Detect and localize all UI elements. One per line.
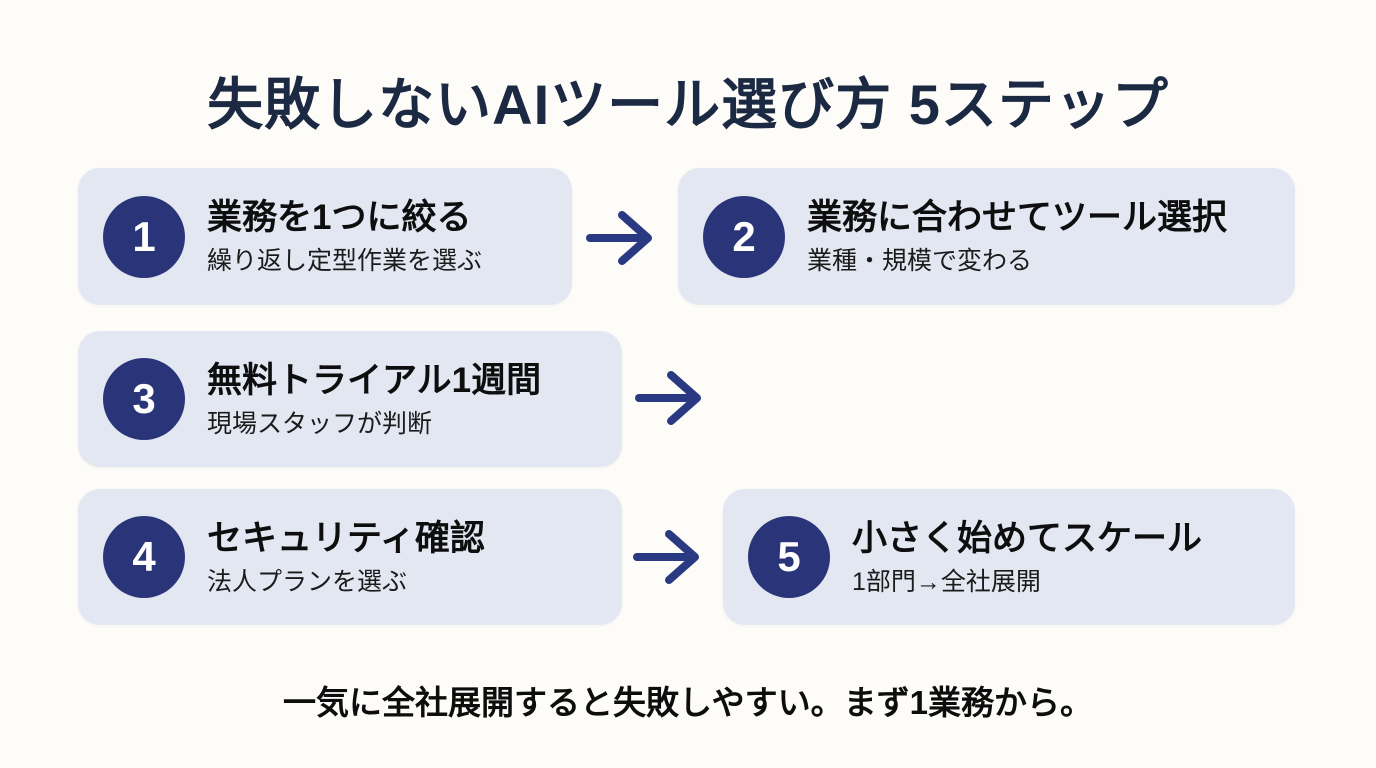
step-card-4: 4 セキュリティ確認 法人プランを選ぶ	[78, 489, 622, 625]
step-5-number: 5	[777, 533, 801, 580]
step-5-title: 小さく始めてスケール	[852, 518, 1203, 558]
step-4-number-badge: 4	[103, 516, 185, 598]
step-2-title: 業務に合わせてツール選択	[807, 198, 1228, 237]
step-5-subtitle: 1部門→全社展開	[852, 567, 1041, 596]
step-1-title: 業務を1つに絞る	[207, 198, 472, 237]
arrow-right-icon	[635, 371, 701, 425]
step-card-2: 2 業務に合わせてツール選択 業種・規模で変わる	[678, 168, 1295, 305]
step-5-text: 小さく始めてスケール 1部門→全社展開	[852, 518, 1202, 597]
arrow-right-icon	[586, 211, 652, 265]
arrow-right-icon	[633, 530, 699, 584]
step-3-title: 無料トライアル1週間	[207, 360, 542, 400]
step-2-subtitle: 業種・規模で変わる	[807, 247, 1033, 275]
step-2-number: 2	[732, 212, 756, 260]
step-card-1: 1 業務を1つに絞る 繰り返し定型作業を選ぶ	[78, 168, 572, 305]
page-title: 失敗しないAIツール選び方 5ステップ	[207, 73, 1169, 136]
step-1-number: 1	[132, 212, 156, 260]
step-4-title: セキュリティ確認	[207, 518, 485, 558]
step-4-subtitle: 法人プランを選ぶ	[207, 567, 408, 596]
step-3-number: 3	[132, 375, 156, 422]
step-2-number-badge: 2	[703, 195, 785, 278]
step-4-number: 4	[132, 533, 156, 580]
step-3-number-badge: 3	[103, 358, 185, 440]
step-1-number-badge: 1	[103, 195, 185, 278]
step-1-subtitle: 繰り返し定型作業を選ぶ	[207, 247, 483, 275]
step-2-text: 業務に合わせてツール選択 業種・規模で変わる	[807, 197, 1227, 276]
step-card-3: 3 無料トライアル1週間 現場スタッフが判断	[78, 331, 622, 467]
footer-note: 一気に全社展開すると失敗しやすい。まず1業務から。	[282, 684, 1094, 721]
step-3-text: 無料トライアル1週間 現場スタッフが判断	[207, 360, 541, 439]
step-1-text: 業務を1つに絞る 繰り返し定型作業を選ぶ	[207, 197, 482, 276]
step-5-number-badge: 5	[748, 516, 830, 598]
step-card-5: 5 小さく始めてスケール 1部門→全社展開	[723, 489, 1295, 625]
step-3-subtitle: 現場スタッフが判断	[207, 409, 433, 438]
step-4-text: セキュリティ確認 法人プランを選ぶ	[207, 518, 485, 597]
